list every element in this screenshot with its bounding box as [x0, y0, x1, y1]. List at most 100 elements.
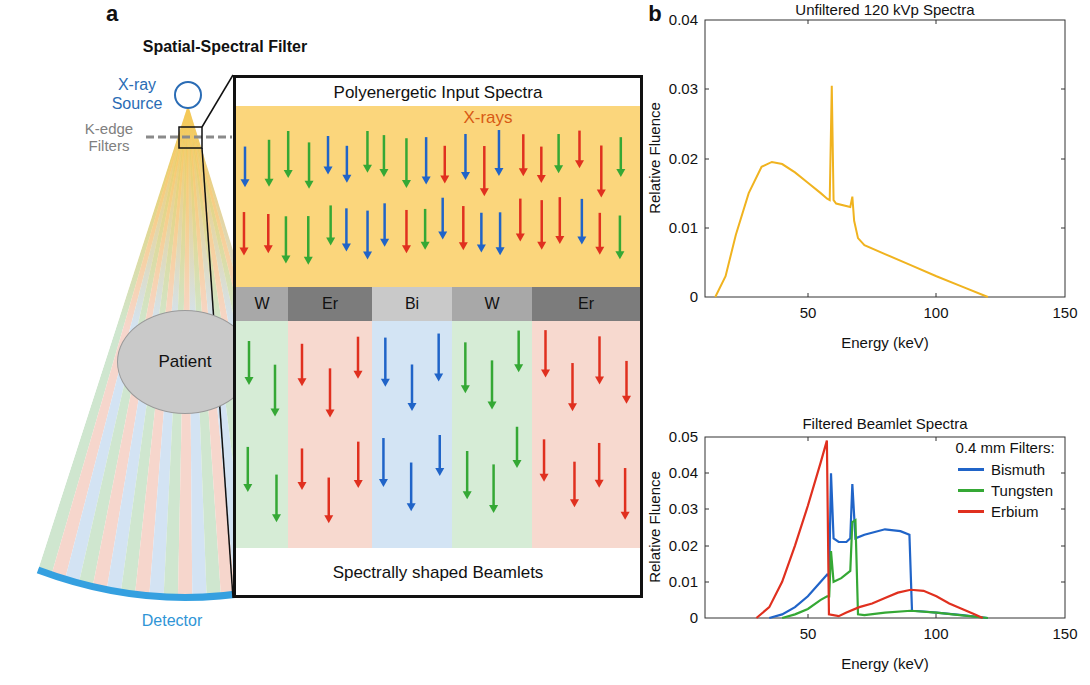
x-ray-arrow — [568, 363, 577, 411]
x-ray-arrow — [402, 138, 411, 188]
x-ray-arrow — [554, 134, 563, 173]
label-anchor: 0 — [690, 288, 698, 305]
tick-label: 0.02 — [669, 537, 698, 554]
axis-title: Relative Fluence — [646, 471, 663, 583]
tick-label: 150 — [1052, 625, 1077, 642]
panel-letter: a — [106, 1, 118, 26]
x-ray-arrow — [597, 146, 606, 198]
tick-label: 50 — [800, 625, 817, 642]
axis-tick — [705, 89, 709, 90]
tick-label: 100 — [923, 304, 948, 321]
node-text: W — [254, 295, 269, 313]
axis-tick — [1061, 159, 1065, 160]
label-anchor: 100 — [923, 304, 948, 321]
chart-title: Unfiltered 120 kVp Spectra — [795, 1, 974, 18]
x-ray-arrow — [379, 438, 388, 487]
legend-swatch — [958, 489, 984, 492]
label-anchor: 0.4 mm Filters: — [955, 439, 1054, 456]
x-ray-arrow — [537, 147, 546, 183]
node-text: Bi — [405, 295, 419, 313]
beamlet-column — [452, 321, 532, 548]
axis-tick — [1061, 89, 1065, 90]
node-text: Patient — [159, 352, 212, 372]
tick-label: 150 — [1052, 304, 1077, 321]
panel-letter: b — [648, 1, 661, 26]
x-ray-arrow — [342, 208, 351, 251]
zoom-line — [202, 75, 233, 127]
axis-tick — [1061, 228, 1065, 229]
label-anchor: b — [648, 1, 661, 26]
beamlet-column — [372, 321, 452, 548]
label-anchor: 100 — [923, 625, 948, 642]
x-ray-arrow — [615, 216, 624, 260]
x-ray-arrow — [363, 211, 372, 260]
x-ray-arrow — [463, 451, 472, 499]
x-ray-arrow — [555, 197, 564, 244]
x-ray-arrow — [595, 443, 604, 488]
label-anchor: 50 — [800, 304, 817, 321]
x-ray-arrow — [243, 447, 252, 492]
label-anchor: Energy (keV) — [841, 334, 929, 351]
node-text: W — [484, 295, 499, 313]
axis-tick — [936, 20, 937, 24]
x-ray-arrow — [541, 330, 550, 377]
x-ray-arrow — [284, 131, 293, 178]
label-anchor: Relative Fluence — [646, 471, 663, 583]
k-edge-filter: Er — [532, 287, 640, 321]
k-edge-filter: Er — [288, 287, 372, 321]
x-ray-arrow — [241, 147, 250, 188]
x-ray-arrow — [272, 475, 281, 523]
x-ray-arrow — [298, 344, 307, 386]
beamlet-column — [236, 321, 288, 548]
x-ray-arrow — [438, 198, 447, 240]
x-ray-arrow — [577, 199, 586, 245]
legend-text: Bismuth — [991, 461, 1045, 478]
zoom-square — [179, 127, 202, 148]
tick-label: 0.02 — [669, 150, 698, 167]
axis-tick — [1061, 473, 1065, 474]
tick-label: 50 — [800, 304, 817, 321]
k-edge-filter: W — [236, 287, 288, 321]
x-ray-arrow — [326, 368, 335, 417]
beamlet-column — [288, 321, 372, 548]
x-ray-arrow — [461, 342, 470, 393]
filter-plane — [146, 136, 232, 139]
label-anchor: 0.02 — [669, 150, 698, 167]
label-anchor: Unfiltered 120 kVp Spectra — [795, 1, 974, 18]
axis-tick — [705, 546, 709, 547]
spectrum-curve — [769, 473, 988, 618]
beam-arrows — [236, 78, 640, 595]
x-ray-arrow — [380, 203, 389, 246]
axis-tick — [808, 437, 809, 441]
label-anchor: 50 — [800, 625, 817, 642]
zoom-inset: X-raysWErBiWErPolyenergetic Input Spectr… — [233, 75, 643, 598]
x-ray-arrow — [477, 213, 486, 253]
x-ray-arrow — [459, 206, 468, 250]
chart-frame — [705, 20, 1065, 297]
x-ray-arrow — [595, 336, 604, 384]
x-ray-arrow — [265, 140, 274, 187]
x-ray-arrow — [595, 213, 604, 255]
tick-label: 0 — [690, 288, 698, 305]
x-ray-arrow — [326, 205, 335, 245]
node-text: X-rays — [463, 108, 512, 128]
axis-tick — [1061, 509, 1065, 510]
x-ray-arrow — [622, 361, 631, 404]
x-ray-arrow — [421, 209, 430, 250]
legend-text: Erbium — [991, 503, 1039, 520]
axis-tick — [936, 437, 937, 441]
label-anchor: Energy (keV) — [841, 655, 929, 672]
x-ray-arrow — [408, 364, 417, 411]
x-ray-arrow — [537, 200, 546, 250]
label-anchor: 0 — [690, 609, 698, 626]
tick-label: 0.01 — [669, 219, 698, 236]
label-anchor: 0.04 — [669, 464, 698, 481]
axis-tick — [808, 614, 809, 618]
axis-title: Energy (keV) — [841, 655, 929, 672]
label-anchor: 150 — [1052, 625, 1077, 642]
x-ray-arrow — [402, 210, 411, 253]
x-ray-arrow — [297, 448, 306, 490]
axis-tick — [1061, 582, 1065, 583]
legend-swatch — [958, 510, 984, 513]
x-ray-arrow — [496, 212, 505, 255]
